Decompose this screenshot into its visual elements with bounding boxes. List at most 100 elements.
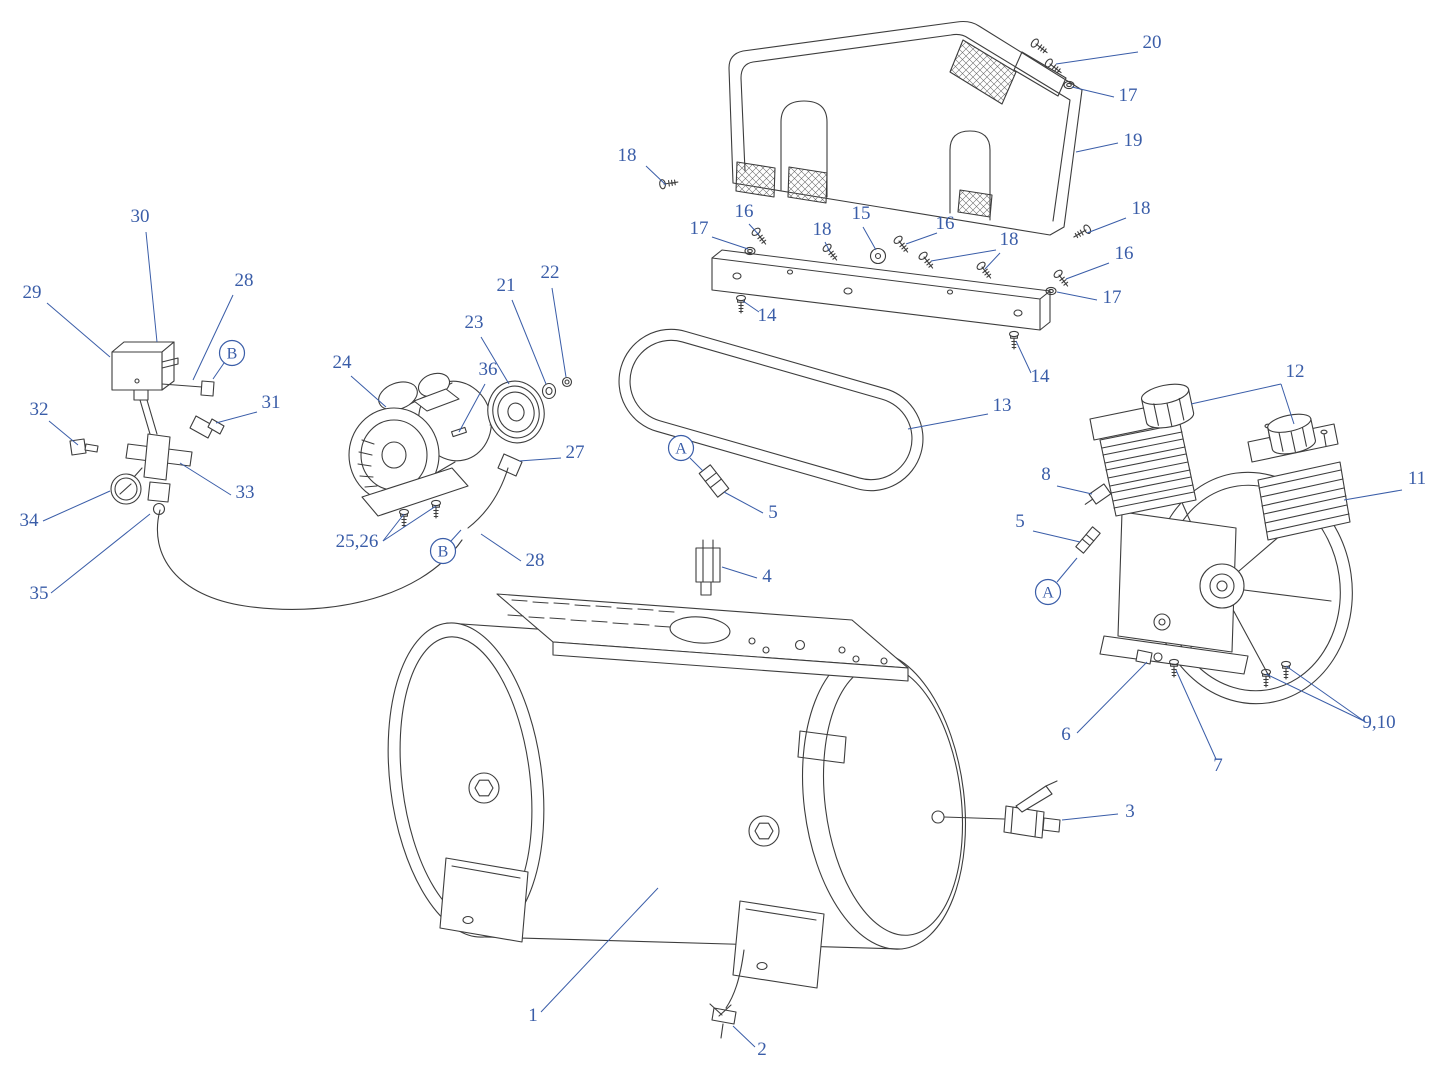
leader-line-4 <box>721 566 758 579</box>
callout-number-27: 27 <box>566 442 585 463</box>
callout-number-16: 16 <box>1115 243 1134 264</box>
callout-number-1: 1 <box>528 1005 538 1026</box>
leader-line-16 <box>748 223 760 236</box>
svg-text:A: A <box>1042 585 1054 602</box>
leader-line-5 <box>723 491 764 514</box>
callout-number-35: 35 <box>30 583 49 604</box>
callout-number-5: 5 <box>1015 511 1025 532</box>
leader-line-21 <box>511 299 547 385</box>
leader-line-33 <box>179 462 232 496</box>
leader-line-20 <box>1055 51 1139 65</box>
drive-belt-drawing <box>618 328 924 492</box>
leader-line-25,26 <box>382 505 437 542</box>
callout-number-32: 32 <box>30 399 49 420</box>
leader-line-17 <box>1056 291 1098 301</box>
callout-number-18: 18 <box>1000 229 1019 250</box>
tank-fittings-drawing <box>695 464 730 596</box>
callout-number-23: 23 <box>465 312 484 333</box>
callout-number-13: 13 <box>993 395 1012 416</box>
ball-valve-drawing <box>1003 780 1061 839</box>
leader-line-30 <box>145 231 158 343</box>
leader-line-19 <box>1075 142 1119 153</box>
leader-line-36 <box>458 383 486 433</box>
callout-number-18: 18 <box>813 219 832 240</box>
callout-number-7: 7 <box>1213 755 1223 776</box>
svg-text:B: B <box>438 544 449 561</box>
leader-line-24 <box>350 375 387 408</box>
callout-number-8: 8 <box>1041 464 1051 485</box>
callout-number-15: 15 <box>852 203 871 224</box>
tank-drawing <box>387 593 1005 1009</box>
callout-number-29: 29 <box>23 282 42 303</box>
leader-line-18 <box>645 165 667 186</box>
leader-line-14 <box>1015 340 1032 374</box>
leader-line-35 <box>50 513 151 594</box>
callout-number-20: 20 <box>1143 32 1162 53</box>
leader-line-13 <box>907 413 989 430</box>
unloader-tube-drawing <box>467 453 523 529</box>
callout-number-28: 28 <box>235 270 254 291</box>
belt-guard-bracket-drawing <box>711 226 1072 350</box>
connector-A: A <box>667 434 695 462</box>
motor-pulley-drawing <box>487 376 573 444</box>
callout-number-12: 12 <box>1286 361 1305 382</box>
leader-line-6 <box>1076 661 1148 734</box>
drain-valve-drawing <box>709 1003 737 1039</box>
leader-line-9,10 <box>1265 673 1365 722</box>
callout-number-16: 16 <box>735 201 754 222</box>
leader-line-29 <box>46 302 111 358</box>
callout-number-21: 21 <box>497 275 516 296</box>
callout-number-28: 28 <box>526 550 545 571</box>
pump-drawing <box>1075 383 1353 705</box>
callout-number-24: 24 <box>333 352 353 373</box>
svg-text:A: A <box>675 441 687 458</box>
leader-line-7 <box>1175 669 1217 760</box>
callout-number-2: 2 <box>757 1039 767 1060</box>
leader-line-32 <box>48 420 79 446</box>
connector-line-B <box>450 529 462 542</box>
leader-line-3 <box>1061 813 1119 821</box>
leader-line-25,26 <box>382 513 405 542</box>
leader-line-34 <box>42 490 111 522</box>
callout-number-3: 3 <box>1125 801 1135 822</box>
connector-line-A <box>1056 557 1078 583</box>
connector-A: A <box>1034 578 1062 606</box>
connector-line-B <box>212 362 225 380</box>
callout-number-30: 30 <box>131 206 150 227</box>
leader-line-27 <box>518 457 562 462</box>
leader-line-5 <box>1032 530 1081 543</box>
callout-number-14: 14 <box>758 305 778 326</box>
callout-number-17: 17 <box>690 218 709 239</box>
callout-number-33: 33 <box>236 482 255 503</box>
callout-number-31: 31 <box>262 392 281 413</box>
connector-line-A <box>689 457 704 472</box>
callout-number-18: 18 <box>618 145 637 166</box>
belt-guard-drawing <box>658 20 1093 242</box>
leader-line-22 <box>551 287 567 378</box>
callout-number-34: 34 <box>20 510 40 531</box>
leader-line-18 <box>984 252 1001 270</box>
leader-line-15 <box>862 226 877 251</box>
leader-line-2 <box>732 1025 756 1048</box>
leader-line-31 <box>215 411 258 424</box>
callout-number-16: 16 <box>936 213 955 234</box>
leader-line-12 <box>1190 383 1282 405</box>
leader-line-17 <box>1071 86 1115 98</box>
pressure-switch-assembly-drawing <box>69 341 463 610</box>
leader-line-16 <box>905 232 938 245</box>
leader-line-18 <box>930 249 997 262</box>
callout-number-4: 4 <box>762 566 772 587</box>
callout-number-19: 19 <box>1124 130 1143 151</box>
callout-number-22: 22 <box>541 262 560 283</box>
leader-line-8 <box>1056 485 1093 495</box>
callout-number-6: 6 <box>1061 724 1071 745</box>
leader-line-16 <box>1065 262 1110 280</box>
callout-number-14: 14 <box>1031 366 1051 387</box>
callout-number-25,26: 25,26 <box>336 531 379 552</box>
callout-number-17: 17 <box>1103 287 1122 308</box>
leader-line-23 <box>480 336 510 385</box>
callout-number-9,10: 9,10 <box>1362 712 1395 733</box>
